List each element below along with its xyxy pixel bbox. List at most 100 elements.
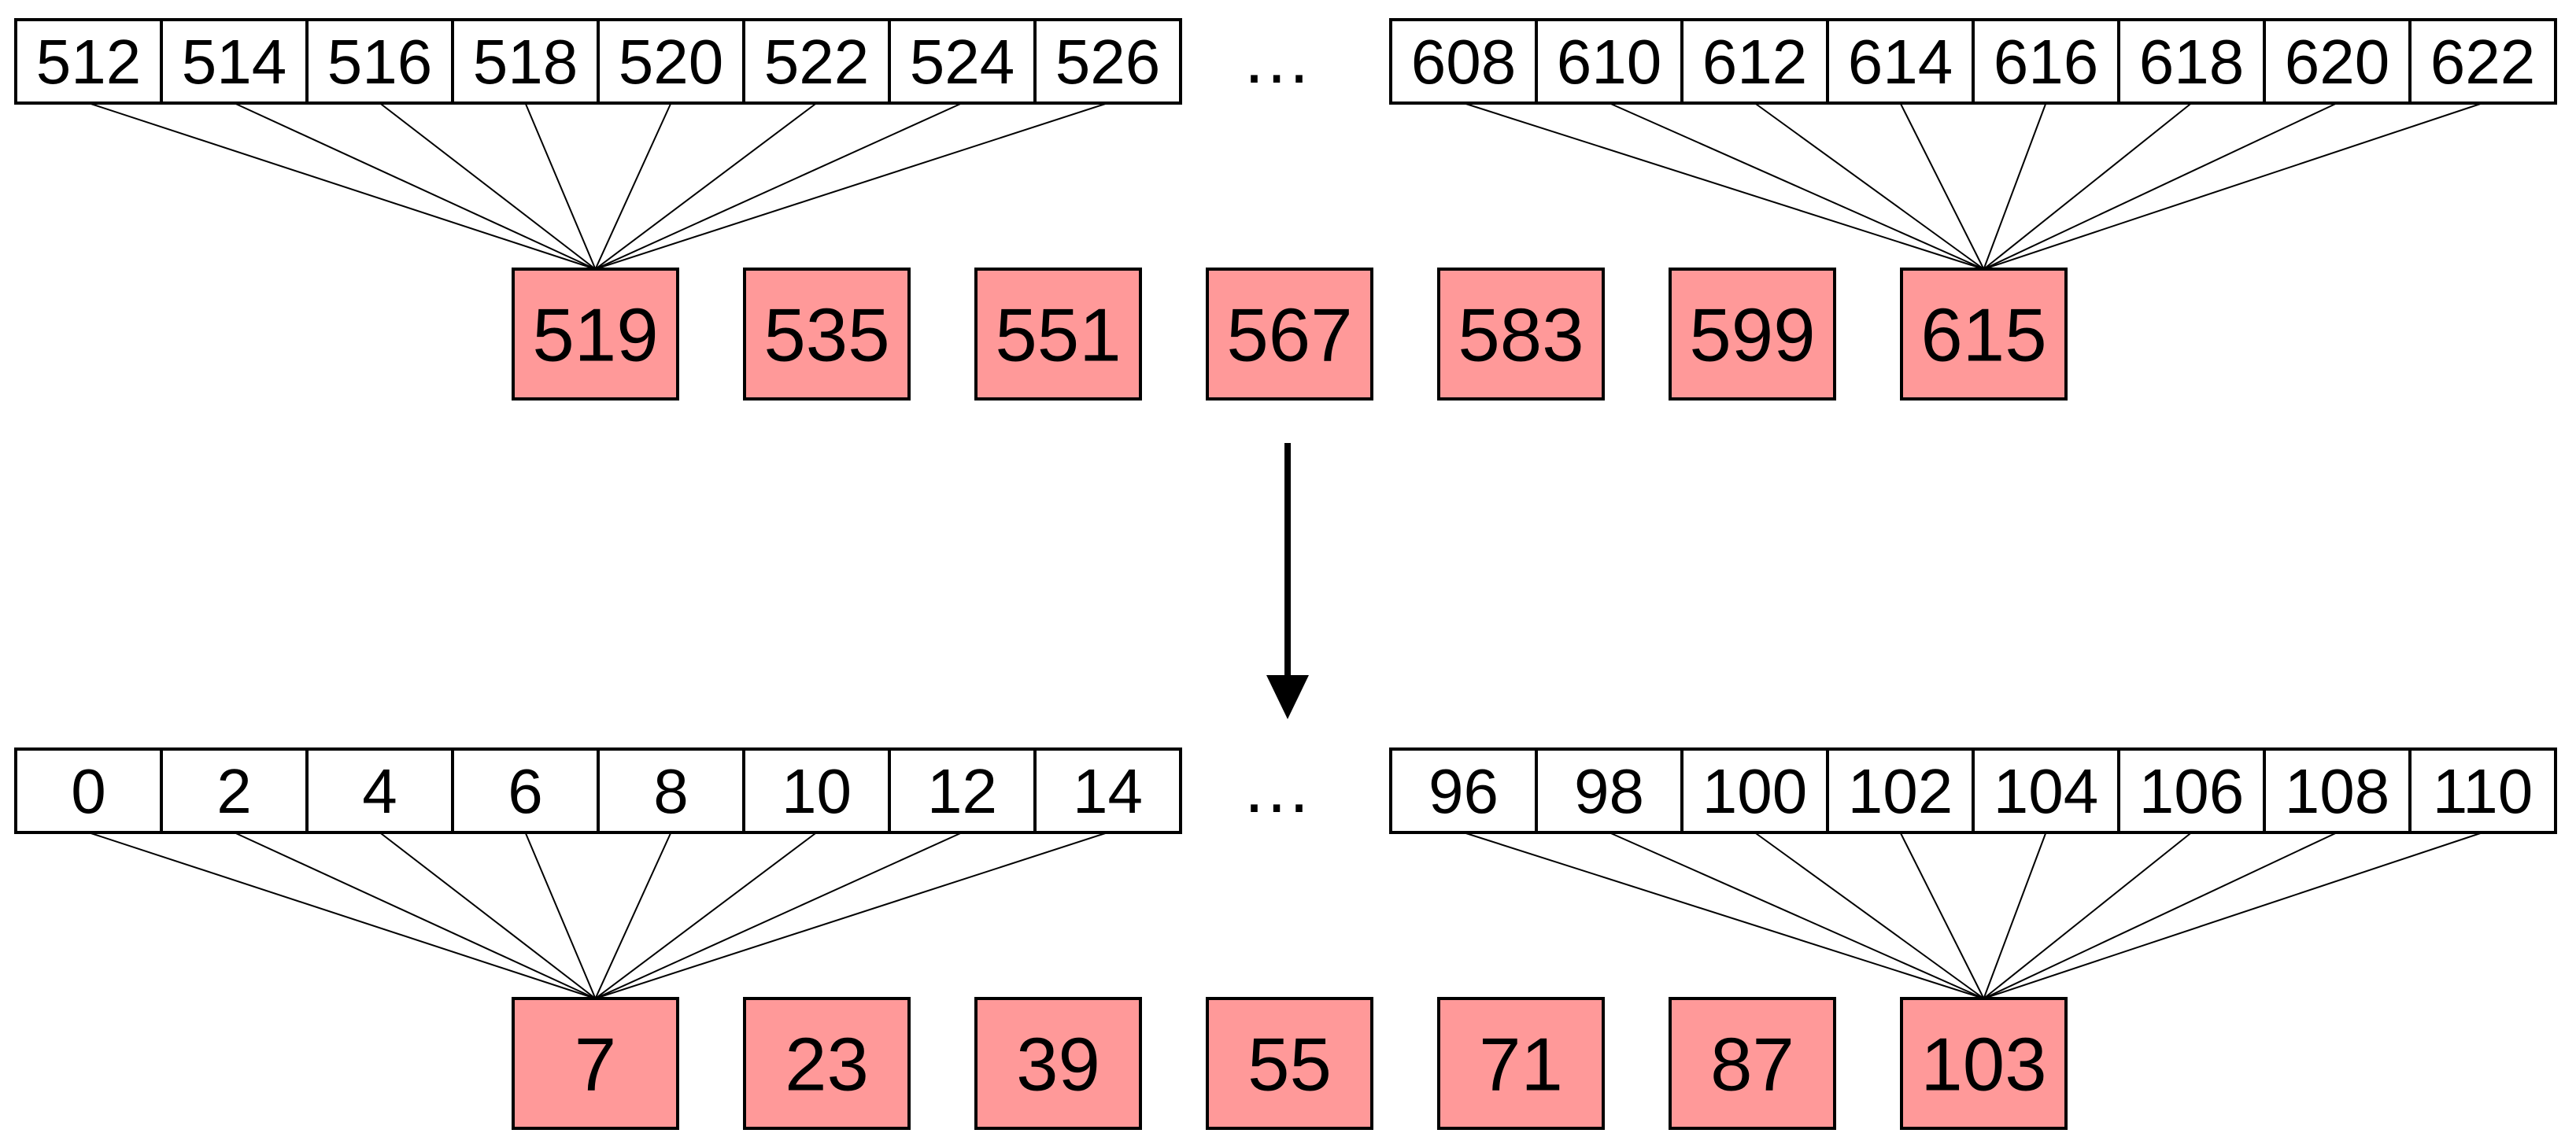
index-cell: 2 <box>160 747 309 834</box>
output-box-fill <box>743 268 911 401</box>
index-cell: 526 <box>1033 18 1182 105</box>
index-cell: 0 <box>14 747 163 834</box>
index-cell-label: 12 <box>927 756 997 826</box>
index-cell-label: 622 <box>2430 27 2535 97</box>
left-index-row: 512 514 516 518 520 522 524 526 <box>14 18 1182 105</box>
down-arrow-icon <box>1266 443 1309 719</box>
index-cell: 4 <box>305 747 454 834</box>
index-cell-label: 616 <box>1994 27 2098 97</box>
index-cell-label: 14 <box>1073 756 1143 826</box>
index-cell: 110 <box>2408 747 2557 834</box>
index-cell-box <box>2408 18 2557 105</box>
index-cell-box <box>1826 18 1975 105</box>
index-cell: 522 <box>742 18 891 105</box>
output-box-label: 567 <box>1226 293 1352 378</box>
index-cell: 98 <box>1535 747 1683 834</box>
output-box-fill <box>1900 268 2068 401</box>
index-cell-box <box>1389 747 1538 834</box>
index-cell-box <box>1535 18 1683 105</box>
index-cell-label: 98 <box>1574 756 1644 826</box>
index-cell-label: 102 <box>1848 756 1953 826</box>
connector-line <box>594 102 672 270</box>
index-cell: 518 <box>451 18 600 105</box>
index-cell-box <box>1972 747 2120 834</box>
output-box-label: 535 <box>763 293 889 378</box>
output-box-label: 599 <box>1689 293 1815 378</box>
index-cell-label: 522 <box>764 27 869 97</box>
connector-line <box>379 832 597 999</box>
index-cell: 106 <box>2117 747 2266 834</box>
connector-line <box>234 102 596 270</box>
index-cell-box <box>1680 18 1829 105</box>
connector-line <box>88 102 596 270</box>
index-cell-box <box>597 747 745 834</box>
index-cell-box <box>1033 747 1182 834</box>
index-cell-label: 2 <box>216 756 252 826</box>
connector-line <box>595 832 963 999</box>
connector-line <box>1983 102 2193 270</box>
index-cell-label: 516 <box>327 27 432 97</box>
output-box: 7 <box>512 997 679 1130</box>
output-box-label: 71 <box>1479 1023 1563 1107</box>
output-box-fill <box>974 997 1142 1130</box>
index-cell: 8 <box>597 747 745 834</box>
index-cell-label: 514 <box>182 27 286 97</box>
index-cell-label: 524 <box>910 27 1015 97</box>
index-cell: 612 <box>1680 18 1829 105</box>
connector-line <box>1983 832 2338 999</box>
connector-line <box>1754 102 1985 270</box>
index-cell-label: 96 <box>1428 756 1499 826</box>
index-cell-label: 520 <box>619 27 723 97</box>
index-cell: 622 <box>2408 18 2557 105</box>
output-box: 583 <box>1437 268 1605 401</box>
connector-line <box>1609 832 1984 999</box>
index-cell: 12 <box>888 747 1037 834</box>
index-cell-box <box>742 747 891 834</box>
connector-line <box>1899 832 1985 999</box>
output-box-fill <box>1206 997 1373 1130</box>
index-cell: 616 <box>1972 18 2120 105</box>
connector-line <box>1983 832 2193 999</box>
output-box-fill <box>1437 997 1605 1130</box>
output-box-label: 583 <box>1458 293 1584 378</box>
output-box: 39 <box>974 997 1142 1130</box>
index-cell-label: 4 <box>362 756 397 826</box>
index-cell: 14 <box>1033 747 1182 834</box>
index-cell-label: 6 <box>508 756 543 826</box>
connector-line <box>1983 832 2047 999</box>
connector-line <box>594 102 818 270</box>
index-cell: 614 <box>1826 18 1975 105</box>
index-cell: 620 <box>2263 18 2412 105</box>
index-cell-label: 518 <box>473 27 578 97</box>
connector-line <box>1609 102 1984 270</box>
index-cell: 102 <box>1826 747 1975 834</box>
output-box-label: 39 <box>1016 1023 1100 1107</box>
connector-line <box>234 832 596 999</box>
index-cell-label: 8 <box>653 756 689 826</box>
index-cell-box <box>1826 747 1975 834</box>
output-box-label: 519 <box>532 293 658 378</box>
connector-line <box>595 102 963 270</box>
ellipsis: … <box>1241 20 1312 98</box>
index-cell: 520 <box>597 18 745 105</box>
index-cell-box <box>2408 747 2557 834</box>
index-cell-box <box>451 18 600 105</box>
index-cell-box <box>742 18 891 105</box>
index-cell-label: 526 <box>1055 27 1160 97</box>
connector-line <box>1983 832 2483 999</box>
output-box: 87 <box>1669 997 1836 1130</box>
output-box-fill <box>1206 268 1373 401</box>
connector-line <box>595 832 1108 999</box>
index-cell-label: 612 <box>1702 27 1807 97</box>
connector-line <box>88 832 596 999</box>
index-cell: 100 <box>1680 747 1829 834</box>
index-cell: 108 <box>2263 747 2412 834</box>
index-cell-label: 512 <box>36 27 141 97</box>
index-cell-label: 618 <box>2139 27 2244 97</box>
